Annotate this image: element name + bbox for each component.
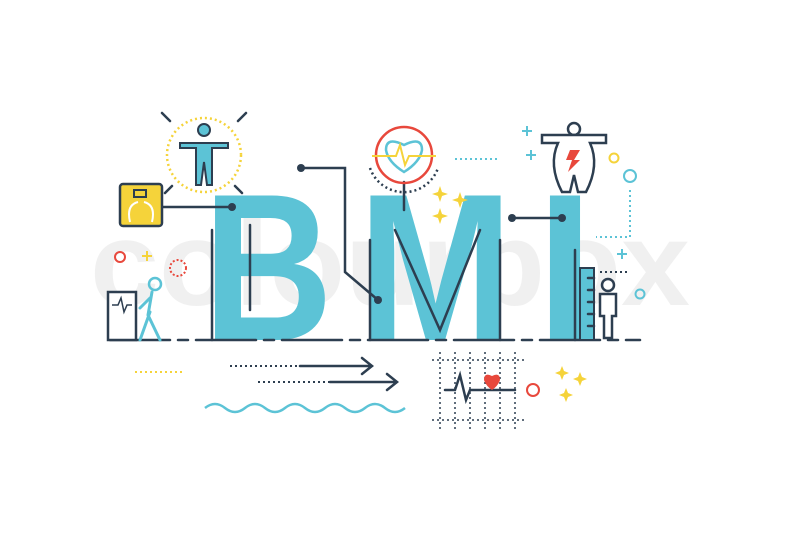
vitruvian-man-icon xyxy=(160,111,248,195)
connector-lines xyxy=(160,158,631,304)
overweight-person-icon xyxy=(540,121,608,194)
treadmill-icon xyxy=(106,276,163,342)
height-ruler-icon xyxy=(579,267,630,341)
ecg-heart-icon xyxy=(432,352,525,432)
letter-m: M xyxy=(358,150,513,385)
heart-rate-icon xyxy=(368,125,440,194)
letter-outlines xyxy=(108,223,642,342)
letter-b: B xyxy=(203,150,333,385)
arrows xyxy=(230,356,400,392)
decorations xyxy=(114,126,646,414)
bathroom-scale-icon xyxy=(118,182,164,228)
